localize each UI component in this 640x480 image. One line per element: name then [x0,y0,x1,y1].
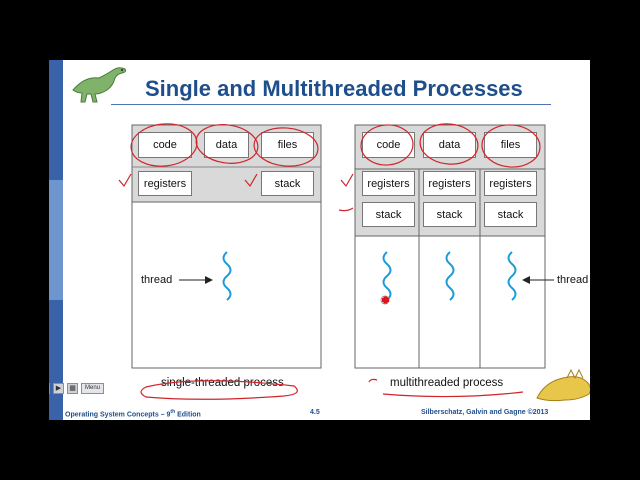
single-files-box: files [261,132,314,158]
multi-registers-box: registers [484,171,537,196]
next-slide-button[interactable]: ▶ [53,383,64,394]
multi-thread-label: thread [557,274,589,286]
single-threaded-caption: single-threaded process [161,377,284,389]
footer-course-title: Operating System Concepts – 9th Edition [65,409,201,419]
wavy-thread-icon [507,251,517,301]
previous-slide-button[interactable]: ◀ [49,383,50,394]
dinosaur-icon [72,67,127,103]
slide: Single and Multithreaded Processes code … [49,60,590,420]
footer-slide-number: 4.5 [310,409,320,416]
multi-registers-box: registers [362,171,415,196]
multi-stack-box: stack [484,202,537,227]
slide-sidebar [49,60,63,420]
wavy-thread-icon [222,251,232,301]
wavy-thread-icon [445,251,455,301]
single-thread-label: thread [141,274,173,286]
process-diagram [131,124,554,369]
multi-stack-box: stack [423,202,476,227]
multi-code-box: code [362,132,415,158]
title-divider [111,104,551,105]
wavy-thread-icon [382,251,392,301]
slide-controls: ◀ ▶ ▦ Menu [49,383,105,394]
multi-files-box: files [484,132,537,158]
single-stack-box: stack [261,171,314,196]
single-code-box: code [138,132,192,158]
multi-stack-box: stack [362,202,415,227]
multithreaded-caption: multithreaded process [390,377,504,389]
single-registers-box: registers [138,171,192,196]
grid-icon[interactable]: ▦ [67,383,78,394]
multi-data-box: data [423,132,476,158]
single-data-box: data [204,132,249,158]
footer-authors: Silberschatz, Galvin and Gagne ©2013 [421,409,549,416]
multi-registers-box: registers [423,171,476,196]
menu-button[interactable]: Menu [81,383,105,394]
slide-title: Single and Multithreaded Processes [145,76,523,101]
